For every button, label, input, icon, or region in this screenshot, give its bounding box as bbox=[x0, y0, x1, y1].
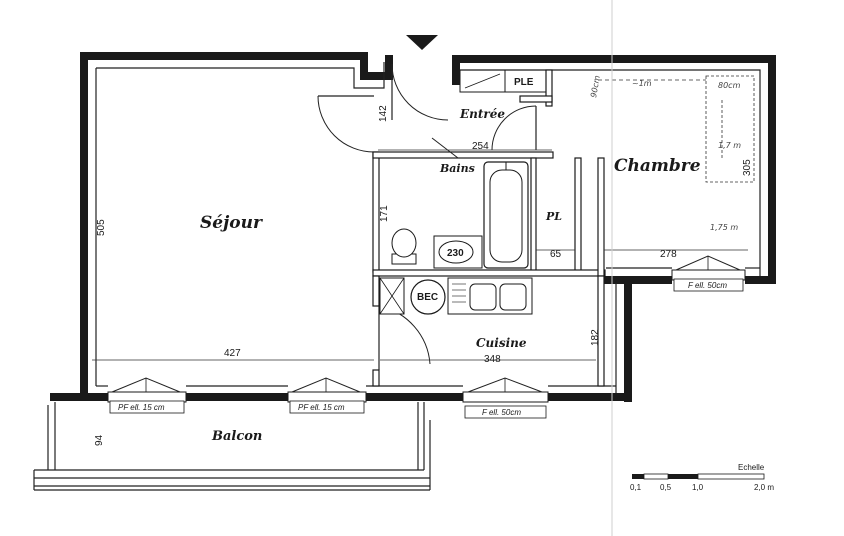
water-heater-icon bbox=[410, 279, 446, 315]
label-bec: BEC bbox=[417, 292, 438, 303]
scale-bar: Echelle 0,1 0,5 1,0 2,0 m bbox=[630, 463, 774, 492]
dim-cuisine-width: 348 bbox=[484, 354, 501, 365]
scale-tick-3: 2,0 m bbox=[754, 483, 774, 492]
dim-balcon-depth: 94 bbox=[94, 434, 105, 446]
room-sejour: Séjour bbox=[200, 213, 263, 233]
note-2: ~1m bbox=[632, 79, 652, 88]
dim-bains-width: 254 bbox=[472, 141, 489, 152]
note-1: 90cm bbox=[589, 75, 602, 99]
room-ple: PLE bbox=[514, 77, 534, 88]
note-5: 1,75 m bbox=[710, 223, 738, 232]
room-entree: Entrée bbox=[459, 107, 505, 121]
note-4: 1,7 m bbox=[718, 141, 741, 150]
dim-entree-142: 142 bbox=[378, 105, 389, 122]
dimension-lines bbox=[92, 149, 748, 361]
cooker-icon bbox=[379, 277, 405, 315]
label-window-f-chambre: F ell. 50cm bbox=[688, 281, 727, 290]
dim-chambre-height: 305 bbox=[742, 159, 753, 176]
scale-tick-1: 0,5 bbox=[660, 483, 672, 492]
dim-cuisine-height: 182 bbox=[590, 329, 601, 346]
label-window-pf1: PF ell. 15 cm bbox=[118, 403, 165, 412]
dim-sejour-width: 427 bbox=[224, 348, 241, 359]
room-bains: Bains bbox=[439, 162, 475, 175]
window-pf1 bbox=[107, 377, 187, 403]
note-3: 80cm bbox=[718, 81, 741, 90]
window-f-cuisine bbox=[462, 377, 549, 403]
label-washbasin: 230 bbox=[447, 248, 464, 259]
interior-walls bbox=[372, 69, 755, 387]
dim-sejour-height: 505 bbox=[96, 219, 107, 236]
washbasin-icon bbox=[433, 235, 483, 269]
balcony bbox=[33, 402, 431, 491]
room-chambre: Chambre bbox=[614, 156, 701, 176]
scale-tick-2: 1,0 bbox=[692, 483, 704, 492]
entrance-arrow bbox=[406, 35, 438, 50]
room-pl: PL bbox=[545, 210, 562, 223]
dim-bains-height: 171 bbox=[379, 205, 390, 222]
window-pf2 bbox=[287, 377, 367, 403]
room-balcon: Balcon bbox=[211, 429, 262, 444]
label-window-f-cuisine: F ell. 50cm bbox=[482, 408, 521, 417]
label-window-pf2: PF ell. 15 cm bbox=[298, 403, 345, 412]
dim-chambre-width: 278 bbox=[660, 249, 677, 260]
toilet-icon bbox=[391, 228, 417, 265]
dim-pl-65: 65 bbox=[550, 249, 562, 260]
kitchen-sink-icon bbox=[447, 277, 533, 315]
windows bbox=[107, 255, 746, 419]
scale-title: Echelle bbox=[738, 463, 765, 472]
scale-tick-0: 0,1 bbox=[630, 483, 642, 492]
exterior-walls bbox=[50, 52, 776, 402]
fixtures bbox=[379, 161, 533, 315]
room-cuisine: Cuisine bbox=[476, 336, 527, 350]
window-f-chambre bbox=[671, 255, 746, 281]
